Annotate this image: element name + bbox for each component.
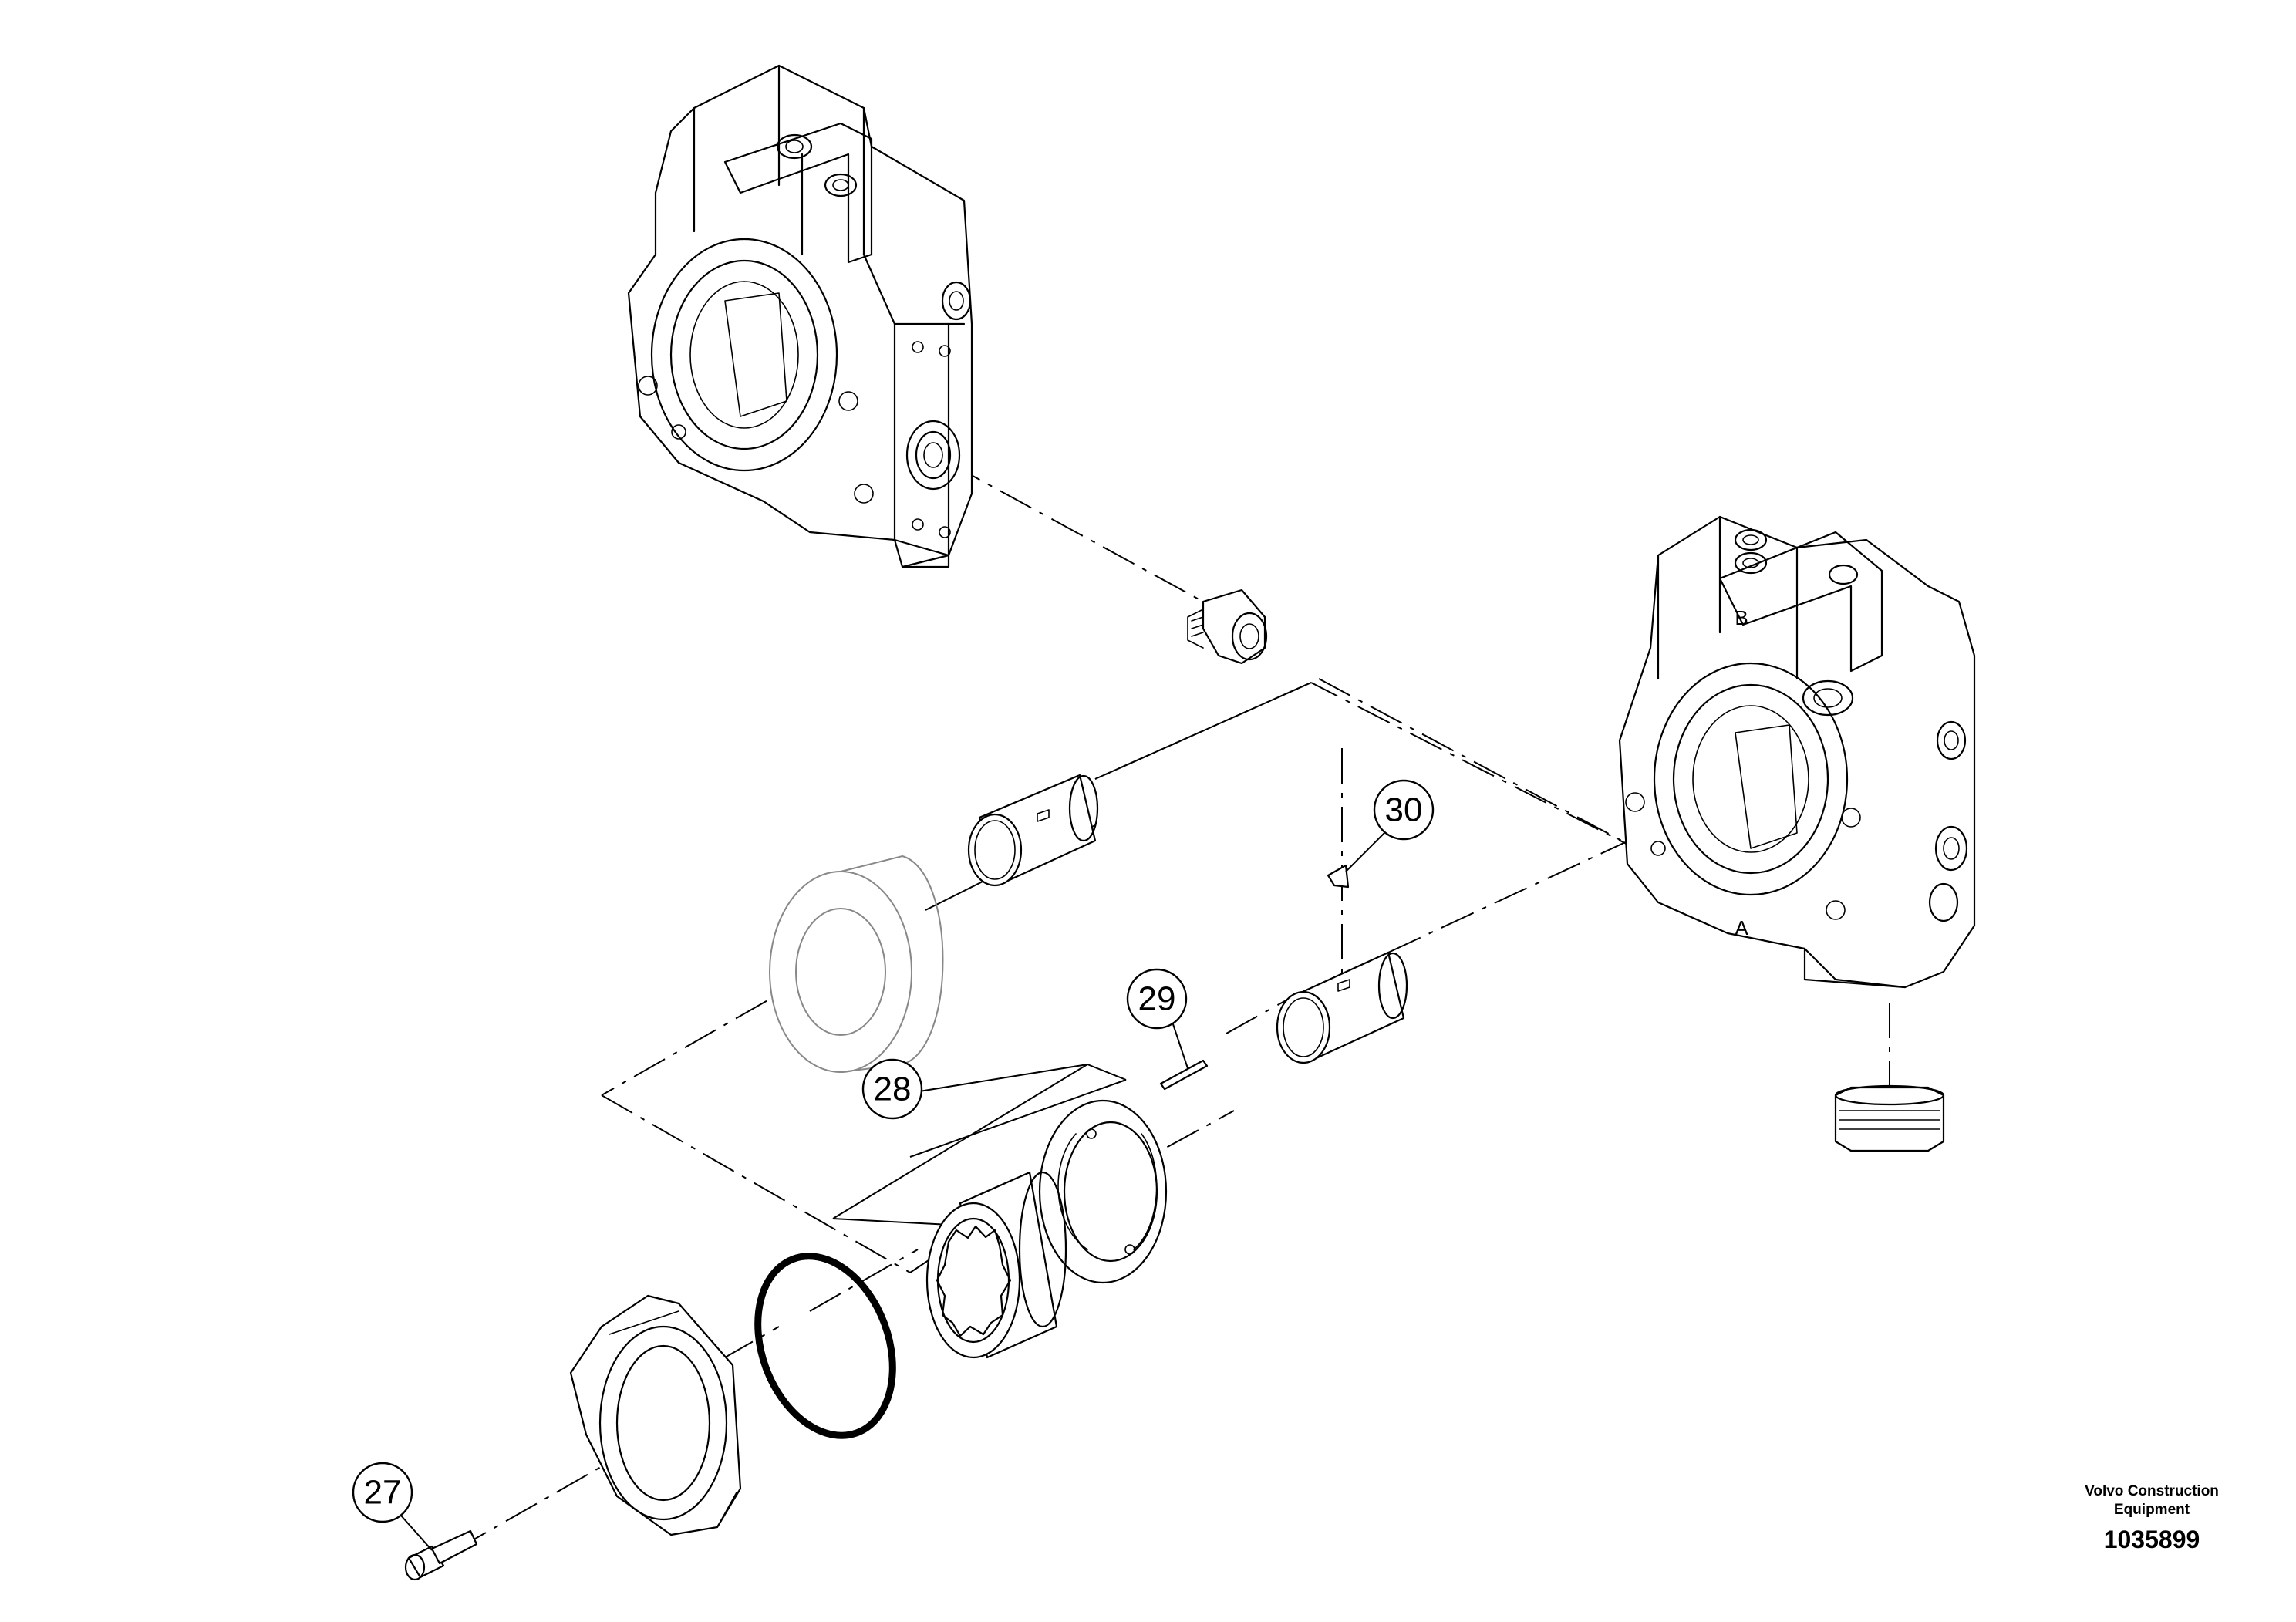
maker-name-line1: Volvo Construction bbox=[2085, 1483, 2219, 1499]
callout-27-label: 27 bbox=[364, 1474, 402, 1512]
callout-28-label: 28 bbox=[874, 1071, 912, 1108]
callout-28: 28 bbox=[861, 1058, 1088, 1120]
o-ring bbox=[754, 1253, 896, 1439]
callout-30: 30 bbox=[1345, 779, 1435, 872]
bolt bbox=[404, 1529, 478, 1581]
port-a-mark: A bbox=[1735, 916, 1748, 939]
port-b-mark: B bbox=[1735, 606, 1748, 629]
gear-ring bbox=[925, 1171, 1067, 1359]
bushing-upper bbox=[967, 774, 1099, 887]
pump-housing-upper bbox=[627, 64, 973, 568]
plug-upper bbox=[1187, 588, 1268, 665]
pump-housing-right: B A bbox=[1618, 515, 1976, 989]
side-plate bbox=[1038, 1099, 1168, 1284]
key bbox=[1327, 864, 1350, 889]
callout-27: 27 bbox=[352, 1462, 433, 1551]
drawing-number: 1035899 bbox=[2103, 1526, 2200, 1553]
callout-29: 29 bbox=[1126, 968, 1188, 1069]
cover-plate bbox=[569, 1294, 742, 1536]
plug-right bbox=[1834, 1084, 1945, 1152]
seal-ring-grey bbox=[769, 855, 944, 1073]
bushing-lower bbox=[1276, 951, 1408, 1064]
maker-name-line2: Equipment bbox=[2113, 1502, 2190, 1518]
callout-29-label: 29 bbox=[1138, 980, 1176, 1018]
callout-30-label: 30 bbox=[1385, 791, 1423, 829]
pin bbox=[1159, 1059, 1209, 1091]
